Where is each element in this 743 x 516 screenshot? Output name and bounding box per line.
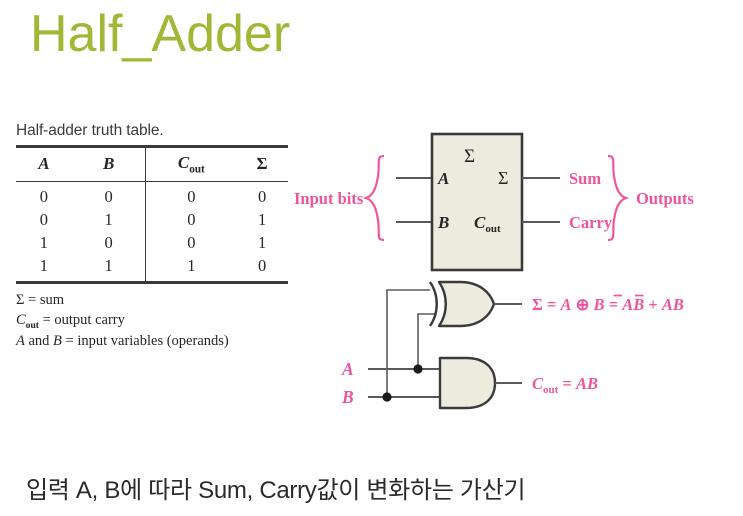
truth-table-caption: Half-adder truth table. (16, 122, 164, 139)
wire-a-to-xor (417, 313, 435, 369)
legend-line-inputs: A and B = input variables (operands) (16, 332, 292, 351)
cell-b: 1 (104, 256, 113, 276)
carry-output-label: Carry (569, 213, 613, 232)
column-header-sigma: Σ (236, 147, 288, 182)
xor-output-formula: Σ = A ⊕ B = AB + AB (532, 294, 684, 314)
xor-gate-icon (428, 280, 496, 328)
cell-a: 1 (39, 233, 49, 253)
table-row: 1 1 1 0 (16, 254, 288, 283)
truth-table-figure: Half-adder truth table. A B Cout Σ 0 0 0… (16, 122, 292, 351)
truth-table-body: 0 0 0 0 0 1 0 1 1 0 0 1 1 1 1 0 (16, 181, 288, 283)
block-input-b-label: B (437, 213, 449, 232)
and-output-formula: Cout = AB (532, 374, 598, 396)
legend-line-cout: Cout = output carry (16, 311, 292, 333)
table-row: 0 0 0 0 (16, 181, 288, 209)
cout-subscript: out (189, 163, 205, 176)
legend-c-subscript: out (25, 319, 39, 331)
cout-letter: C (177, 153, 190, 172)
legend-and-word: and (24, 333, 54, 350)
table-row: 0 1 0 1 (16, 208, 288, 232)
junction-dot-b (382, 392, 392, 402)
cell-sum: 1 (257, 233, 267, 253)
cell-b: 0 (104, 233, 113, 253)
truth-table: A B Cout Σ 0 0 0 0 0 1 0 1 1 0 0 (16, 145, 288, 284)
adder-block-box (430, 132, 524, 272)
logic-input-a-label: A (341, 359, 354, 379)
legend-sum-text: = sum (24, 292, 65, 309)
input-brace-icon (362, 154, 385, 242)
cell-b: 1 (104, 210, 113, 230)
slide-caption: 입력 A, B에 따라 Sum, Carry값이 변화하는 가산기 (26, 477, 526, 504)
cell-a: 0 (39, 210, 49, 230)
cell-a: 1 (39, 256, 49, 276)
column-header-b: B (102, 154, 115, 174)
block-output-sigma-label: Σ (498, 168, 508, 188)
legend-c-symbol: C (16, 311, 26, 328)
cell-sum: 0 (257, 187, 267, 207)
truth-table-legend: Σ = sum Cout = output carry A and B = in… (16, 291, 292, 351)
wire-b-to-xor (386, 289, 430, 397)
block-top-sigma-label: Σ (464, 146, 475, 167)
input-bits-label: Input bits (294, 189, 364, 208)
sigma-glyph: Σ (256, 154, 268, 174)
cell-b: 0 (104, 187, 113, 207)
and-gate-icon (438, 356, 497, 410)
half-adder-logic-diagram: A B Σ = A ⊕ B = AB + AB Cout = AB (340, 276, 735, 416)
sum-output-label: Sum (569, 169, 601, 188)
legend-line-sum: Σ = sum (16, 291, 292, 310)
column-header-cout: Cout (145, 146, 237, 182)
legend-a-symbol: A (16, 333, 25, 350)
table-row: 1 0 0 1 (16, 231, 288, 255)
legend-b-symbol: B (53, 333, 62, 350)
page-title: Half_Adder (30, 5, 291, 63)
cell-cout: 0 (145, 181, 237, 209)
outputs-label: Outputs (636, 189, 694, 208)
svg-text:Σ = A ⊕ B = AB + AB: Σ = A ⊕ B = AB + AB (532, 295, 684, 314)
cell-a: 0 (39, 187, 49, 207)
cell-cout: 0 (145, 208, 237, 232)
logic-input-b-label: B (341, 387, 354, 407)
cell-cout: 0 (145, 231, 237, 255)
cell-sum: 0 (257, 256, 267, 276)
svg-text:Cout = AB: Cout = AB (532, 374, 598, 396)
junction-dot-a (413, 364, 423, 374)
legend-sigma-symbol: Σ (16, 292, 25, 309)
table-header-row: A B Cout Σ (16, 146, 288, 182)
output-brace-icon (607, 154, 630, 242)
block-input-a-label: A (437, 169, 449, 188)
cell-cout: 1 (145, 254, 237, 283)
half-adder-block-diagram: Σ A B Σ Cout Input bits Sum Carry Output… (292, 122, 732, 282)
cell-sum: 1 (257, 210, 267, 230)
legend-inputs-text: = input variables (operands) (61, 333, 229, 350)
column-header-a: A (38, 154, 50, 174)
legend-cout-text: = output carry (38, 311, 125, 328)
